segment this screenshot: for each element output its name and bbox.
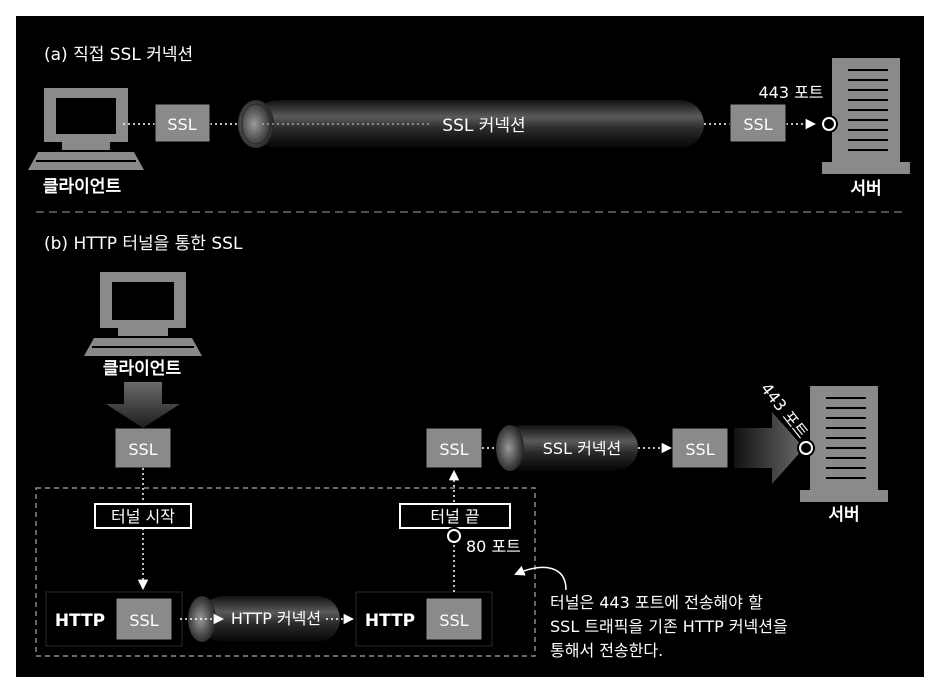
port-80-label: 80 포트 — [466, 537, 521, 556]
right-ssl-box — [425, 597, 483, 641]
server-icon-b — [800, 386, 888, 502]
server-ssl-label-b: SSL — [685, 440, 714, 459]
tunnel-end-label: 터널 끝 — [430, 507, 479, 526]
note-pointer — [514, 565, 567, 591]
client-label-b: 클라이언트 — [103, 359, 182, 379]
left-ssl-box — [115, 597, 173, 641]
server-ssl-box — [729, 103, 787, 143]
right-http-label: HTTP — [365, 611, 415, 631]
client-ssl-box — [154, 103, 211, 143]
port-443-label: 443 포트 — [758, 83, 823, 102]
server-ssl-label: SSL — [743, 115, 772, 134]
ssl-connection-label: SSL 커넥션 — [442, 116, 525, 136]
port-443-dot-b — [801, 443, 811, 453]
left-http-label: HTTP — [55, 611, 105, 631]
http-connection-label: HTTP 커넥션 — [231, 609, 321, 628]
server-ssl-box-b — [671, 427, 729, 469]
server-label: 서버 — [850, 179, 881, 199]
section-b-title: (b) HTTP 터널을 통한 SSL — [44, 234, 243, 254]
right-arrow — [734, 412, 804, 484]
port-443-dot — [824, 119, 834, 129]
note-line-1: 터널은 443 포트에 전송해야 할 — [550, 593, 763, 612]
tunnel-ssl-label: SSL — [439, 440, 468, 459]
client-ssl-label-b: SSL — [128, 440, 157, 459]
right-ssl-label: SSL — [439, 611, 468, 630]
server-label-b: 서버 — [828, 505, 859, 525]
client-computer-icon — [28, 88, 144, 170]
ssl-connection-tube — [238, 100, 704, 148]
note-line-3: 통해서 전송한다. — [550, 641, 663, 660]
client-ssl-box-b — [114, 427, 172, 469]
client-ssl-label: SSL — [167, 115, 196, 134]
client-label: 클라이언트 — [43, 177, 122, 197]
note-line-2: SSL 트래픽을 기존 HTTP 커넥션을 — [550, 617, 788, 636]
section-a-title: (a) 직접 SSL 커넥션 — [44, 45, 193, 65]
down-arrow — [106, 382, 180, 428]
tunnel-start-box — [94, 503, 192, 529]
ssl-connection-tube-b — [496, 425, 638, 471]
left-ssl-label: SSL — [129, 611, 158, 630]
ssl-connection-label-b: SSL 커넥션 — [543, 439, 621, 458]
port-label-bg — [752, 80, 830, 104]
http-connection-tube — [188, 596, 340, 642]
client-computer-icon-b — [84, 272, 202, 356]
port-80-dot — [449, 531, 459, 541]
tunnel-start-label: 터널 시작 — [111, 507, 175, 526]
server-icon — [822, 58, 910, 174]
tunnel-ssl-box — [425, 427, 483, 469]
